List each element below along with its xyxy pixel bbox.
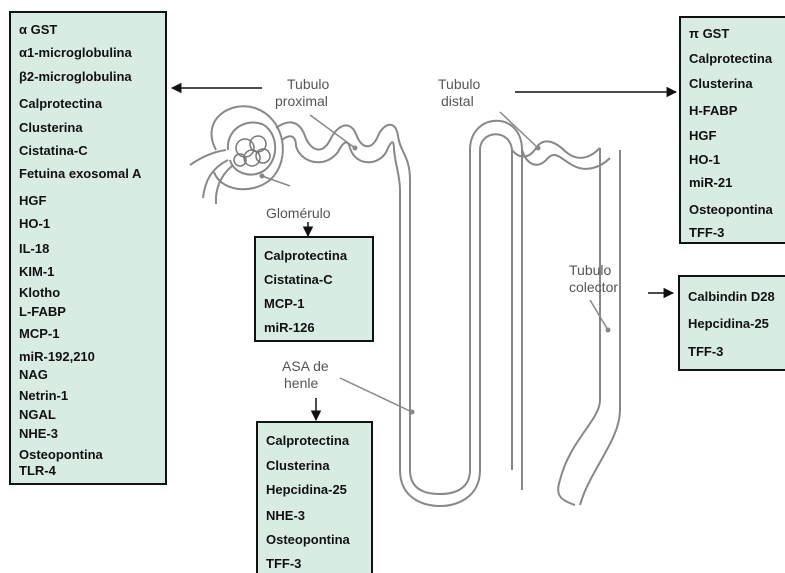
biomarker: Hepcidina-25 [266,482,347,497]
biomarker: NHE-3 [19,426,58,441]
biomarker: α1-microglobulina [19,45,132,60]
label-asa-line1: ASA de [282,358,329,375]
biomarker: MCP-1 [264,296,304,311]
glomerulus-tuft [234,136,270,166]
biomarker: Fetuina exosomal A [19,166,141,181]
biomarker: NHE-3 [266,508,305,523]
biomarker: Osteopontina [689,202,773,217]
biomarker: TFF-3 [266,556,301,571]
box-collector-biomarkers: Calbindin D28 Hepcidina-25 TFF-3 [678,275,785,371]
label-tubulo-distal-line1: Tubulo [438,76,480,93]
biomarker: Cistatina-C [264,272,333,287]
label-tubulo-distal: Tubulo distal [438,76,480,110]
biomarker: MCP-1 [19,326,59,341]
label-tubulo-distal-line2: distal [438,93,480,110]
label-asa-de-henle: ASA de henle [282,358,329,392]
biomarker: Cistatina-C [19,143,88,158]
box-glomerulo-biomarkers: Calprotectina Cistatina-C MCP-1 miR-126 [254,236,374,342]
box-distal-biomarkers: π GST Calprotectina Clusterina H-FABP HG… [679,16,785,244]
biomarker: TFF-3 [688,344,723,359]
biomarker: Calprotectina [689,51,772,66]
biomarker: HGF [689,128,716,143]
biomarker: H-FABP [689,103,737,118]
biomarker: Calbindin D28 [688,289,775,304]
biomarker: Clusterina [266,458,330,473]
biomarker: Calprotectina [264,248,347,263]
collecting-duct [560,148,600,480]
label-tubulo-colector: Tubulo colector [569,262,618,296]
biomarker: HO-1 [689,152,720,167]
biomarker: HGF [19,193,46,208]
biomarker: miR-126 [264,320,315,335]
biomarker: NGAL [19,407,56,422]
label-tubulo-proximal-line2: proximal [275,93,329,110]
biomarker: β2-microglobulina [19,69,132,84]
loop-of-henle [400,134,512,506]
label-glomerulo: Glomérulo [266,205,331,222]
biomarker: L-FABP [19,304,66,319]
biomarker: Netrin-1 [19,388,68,403]
biomarker: Klotho [19,285,60,300]
biomarker: miR-21 [689,175,732,190]
biomarker: Clusterina [19,120,83,135]
biomarker: TLR-4 [19,463,56,478]
biomarker: KIM-1 [19,264,54,279]
biomarker: Osteopontina [19,447,103,462]
biomarker: IL-18 [19,241,49,256]
label-tubulo-proximal: Tubulo proximal [275,76,329,110]
biomarker: α GST [19,22,57,37]
biomarker: HO-1 [19,216,50,231]
biomarker: Calprotectina [19,96,102,111]
label-tubulo-colector-line2: colector [569,279,618,296]
biomarker: π GST [689,26,729,41]
biomarker: Calprotectina [266,433,349,448]
box-asa-biomarkers: Calprotectina Clusterina Hepcidina-25 NH… [256,421,373,573]
biomarker: NAG [19,367,48,382]
biomarker: Hepcidina-25 [688,316,769,331]
biomarker: TFF-3 [689,225,724,240]
box-proximal-biomarkers: α GST α1-microglobulina β2-microglobulin… [9,11,167,485]
biomarker: Clusterina [689,76,753,91]
biomarker: miR-192,210 [19,349,95,364]
biomarker: Osteopontina [266,532,350,547]
label-tubulo-colector-line1: Tubulo [569,262,618,279]
label-asa-line2: henle [282,375,329,392]
label-tubulo-proximal-line1: Tubulo [275,76,329,93]
